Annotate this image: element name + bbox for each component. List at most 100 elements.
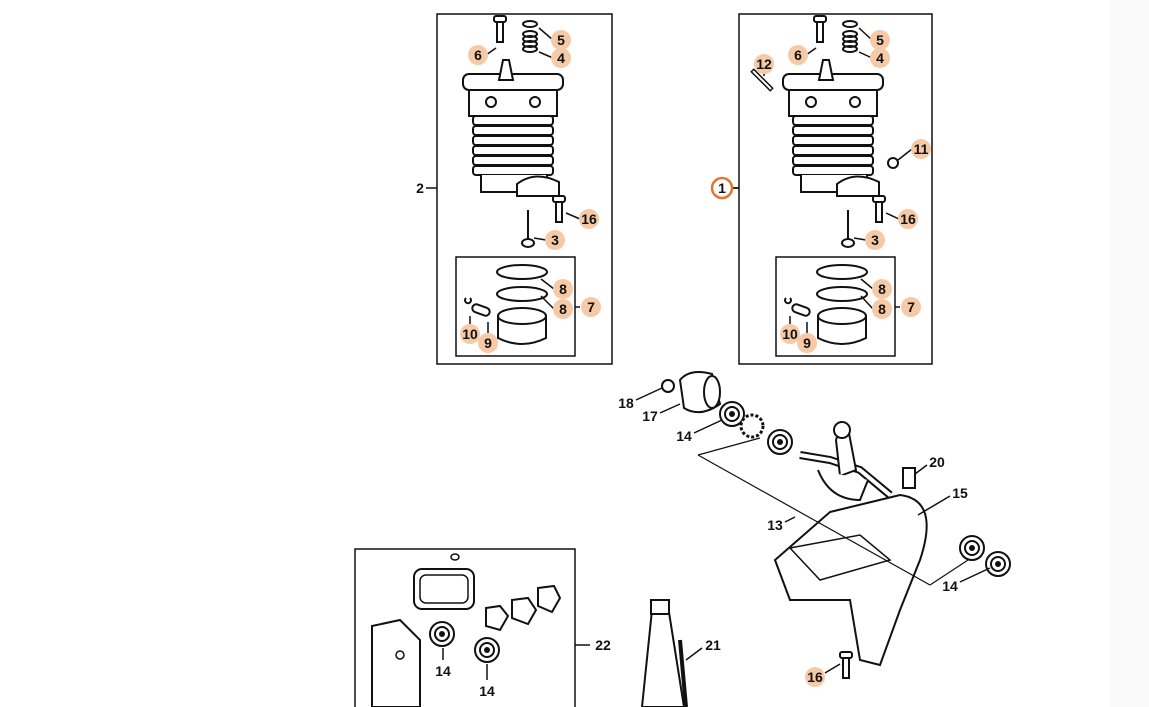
callout-c9a[interactable]: 9 <box>478 322 498 353</box>
callout-highlight <box>551 48 571 68</box>
callout-c14a[interactable]: 14 <box>676 419 723 444</box>
callout-c2[interactable]: 2 <box>416 180 424 196</box>
callout-c17[interactable]: 17 <box>642 403 681 424</box>
callout-number: 10 <box>782 326 798 342</box>
callout-highlight <box>553 299 573 319</box>
callout-c7b[interactable]: 7 <box>895 297 921 317</box>
callout-highlight <box>581 297 601 317</box>
callout-highlight <box>551 30 571 50</box>
callout-highlight <box>545 230 565 250</box>
callout-highlight <box>865 230 885 250</box>
callout-number: 5 <box>557 32 565 48</box>
callout-number: 12 <box>756 56 772 72</box>
callout-highlight <box>805 667 825 687</box>
callout-c21[interactable]: 21 <box>685 637 721 661</box>
callout-highlight <box>468 45 488 65</box>
callout-c1[interactable]: 1 <box>710 176 739 200</box>
callout-c16b[interactable]: 16 <box>885 209 918 229</box>
callout-number: 4 <box>557 50 565 66</box>
callout-highlight <box>478 333 498 353</box>
callout-number: 16 <box>807 669 823 685</box>
callout-highlight <box>872 279 892 299</box>
callout-number: 6 <box>794 47 802 63</box>
leader-line <box>565 212 581 220</box>
callout-number: 14 <box>942 578 958 594</box>
leader-line <box>540 278 555 290</box>
leader-line <box>538 51 554 59</box>
leader-line <box>538 27 554 41</box>
callout-number: 17 <box>642 408 658 424</box>
gasket-set-box <box>354 548 590 707</box>
callout-number: 20 <box>929 454 945 470</box>
callout-number: 14 <box>676 428 692 444</box>
callout-number: 14 <box>479 683 495 699</box>
callout-number: 21 <box>705 637 721 653</box>
callout-number: 15 <box>952 485 968 501</box>
grease-tube <box>640 599 688 707</box>
callout-c12[interactable]: 12 <box>754 54 774 76</box>
callout-highlight <box>797 333 817 353</box>
callout-highlight <box>788 45 808 65</box>
callout-highlight <box>780 324 800 344</box>
callout-number: 11 <box>914 141 929 157</box>
callout-c18[interactable]: 18 <box>618 387 663 411</box>
callout-c10b[interactable]: 10 <box>780 316 800 344</box>
callout-number: 3 <box>871 232 879 248</box>
leader-line <box>659 403 681 414</box>
callout-c13[interactable]: 13 <box>767 516 796 533</box>
callout-c4a[interactable]: 4 <box>538 48 571 68</box>
callout-c20[interactable]: 20 <box>914 454 945 475</box>
callout-c3a[interactable]: 3 <box>533 230 565 250</box>
callout-c8a[interactable]: 8 <box>540 278 573 299</box>
callout-c3b[interactable]: 3 <box>853 230 885 250</box>
leader-line <box>858 27 873 41</box>
callout-c14d[interactable]: 14 <box>479 664 495 699</box>
callout-c6a[interactable]: 6 <box>468 45 497 65</box>
leader-line <box>914 464 928 475</box>
callout-number: 7 <box>587 299 595 315</box>
callout-c11[interactable]: 11 <box>897 139 931 161</box>
callout-number: 16 <box>900 211 916 227</box>
leader-line <box>860 295 874 310</box>
cylinder-assembly-left <box>426 13 613 365</box>
leader-line <box>784 516 796 523</box>
leader-line <box>897 148 913 161</box>
callout-c9b[interactable]: 9 <box>797 322 817 353</box>
callout-number: 4 <box>876 50 884 66</box>
callout-number: 8 <box>878 281 886 297</box>
callout-number: 1 <box>718 180 726 196</box>
leader-line <box>860 278 874 290</box>
callout-number: 2 <box>416 180 424 196</box>
callout-c22[interactable]: 22 <box>595 637 611 653</box>
callout-highlight <box>460 324 480 344</box>
callout-c15[interactable]: 15 <box>917 485 968 516</box>
leader-line <box>824 663 841 674</box>
callout-c8d[interactable]: 8 <box>860 295 892 319</box>
leader-line <box>540 295 555 310</box>
callout-highlight <box>579 209 599 229</box>
callout-c4b[interactable]: 4 <box>858 48 890 68</box>
leader-line <box>858 51 873 59</box>
callout-c5b[interactable]: 5 <box>858 27 890 50</box>
leader-line <box>533 237 547 241</box>
callout-number: 8 <box>878 301 886 317</box>
callout-c5a[interactable]: 5 <box>538 27 571 50</box>
callout-number: 3 <box>551 232 559 248</box>
callout-highlight <box>754 54 774 74</box>
leader-line <box>635 387 663 401</box>
callout-highlight <box>870 48 890 68</box>
callout-number: 13 <box>767 517 783 533</box>
leader-line <box>685 647 703 661</box>
callout-c8c[interactable]: 8 <box>860 278 892 299</box>
callout-c16c[interactable]: 16 <box>805 663 841 687</box>
leader-line <box>959 567 991 583</box>
callout-c6b[interactable]: 6 <box>788 45 817 65</box>
callout-c14c[interactable]: 14 <box>435 648 451 679</box>
callout-number: 9 <box>484 335 492 351</box>
callout-c7a[interactable]: 7 <box>575 297 601 317</box>
callout-c8b[interactable]: 8 <box>540 295 573 319</box>
callout-c16a[interactable]: 16 <box>565 209 599 229</box>
callout-c14b[interactable]: 14 <box>942 567 991 594</box>
callout-c10a[interactable]: 10 <box>460 316 480 344</box>
crankcase-assembly <box>661 371 1011 679</box>
